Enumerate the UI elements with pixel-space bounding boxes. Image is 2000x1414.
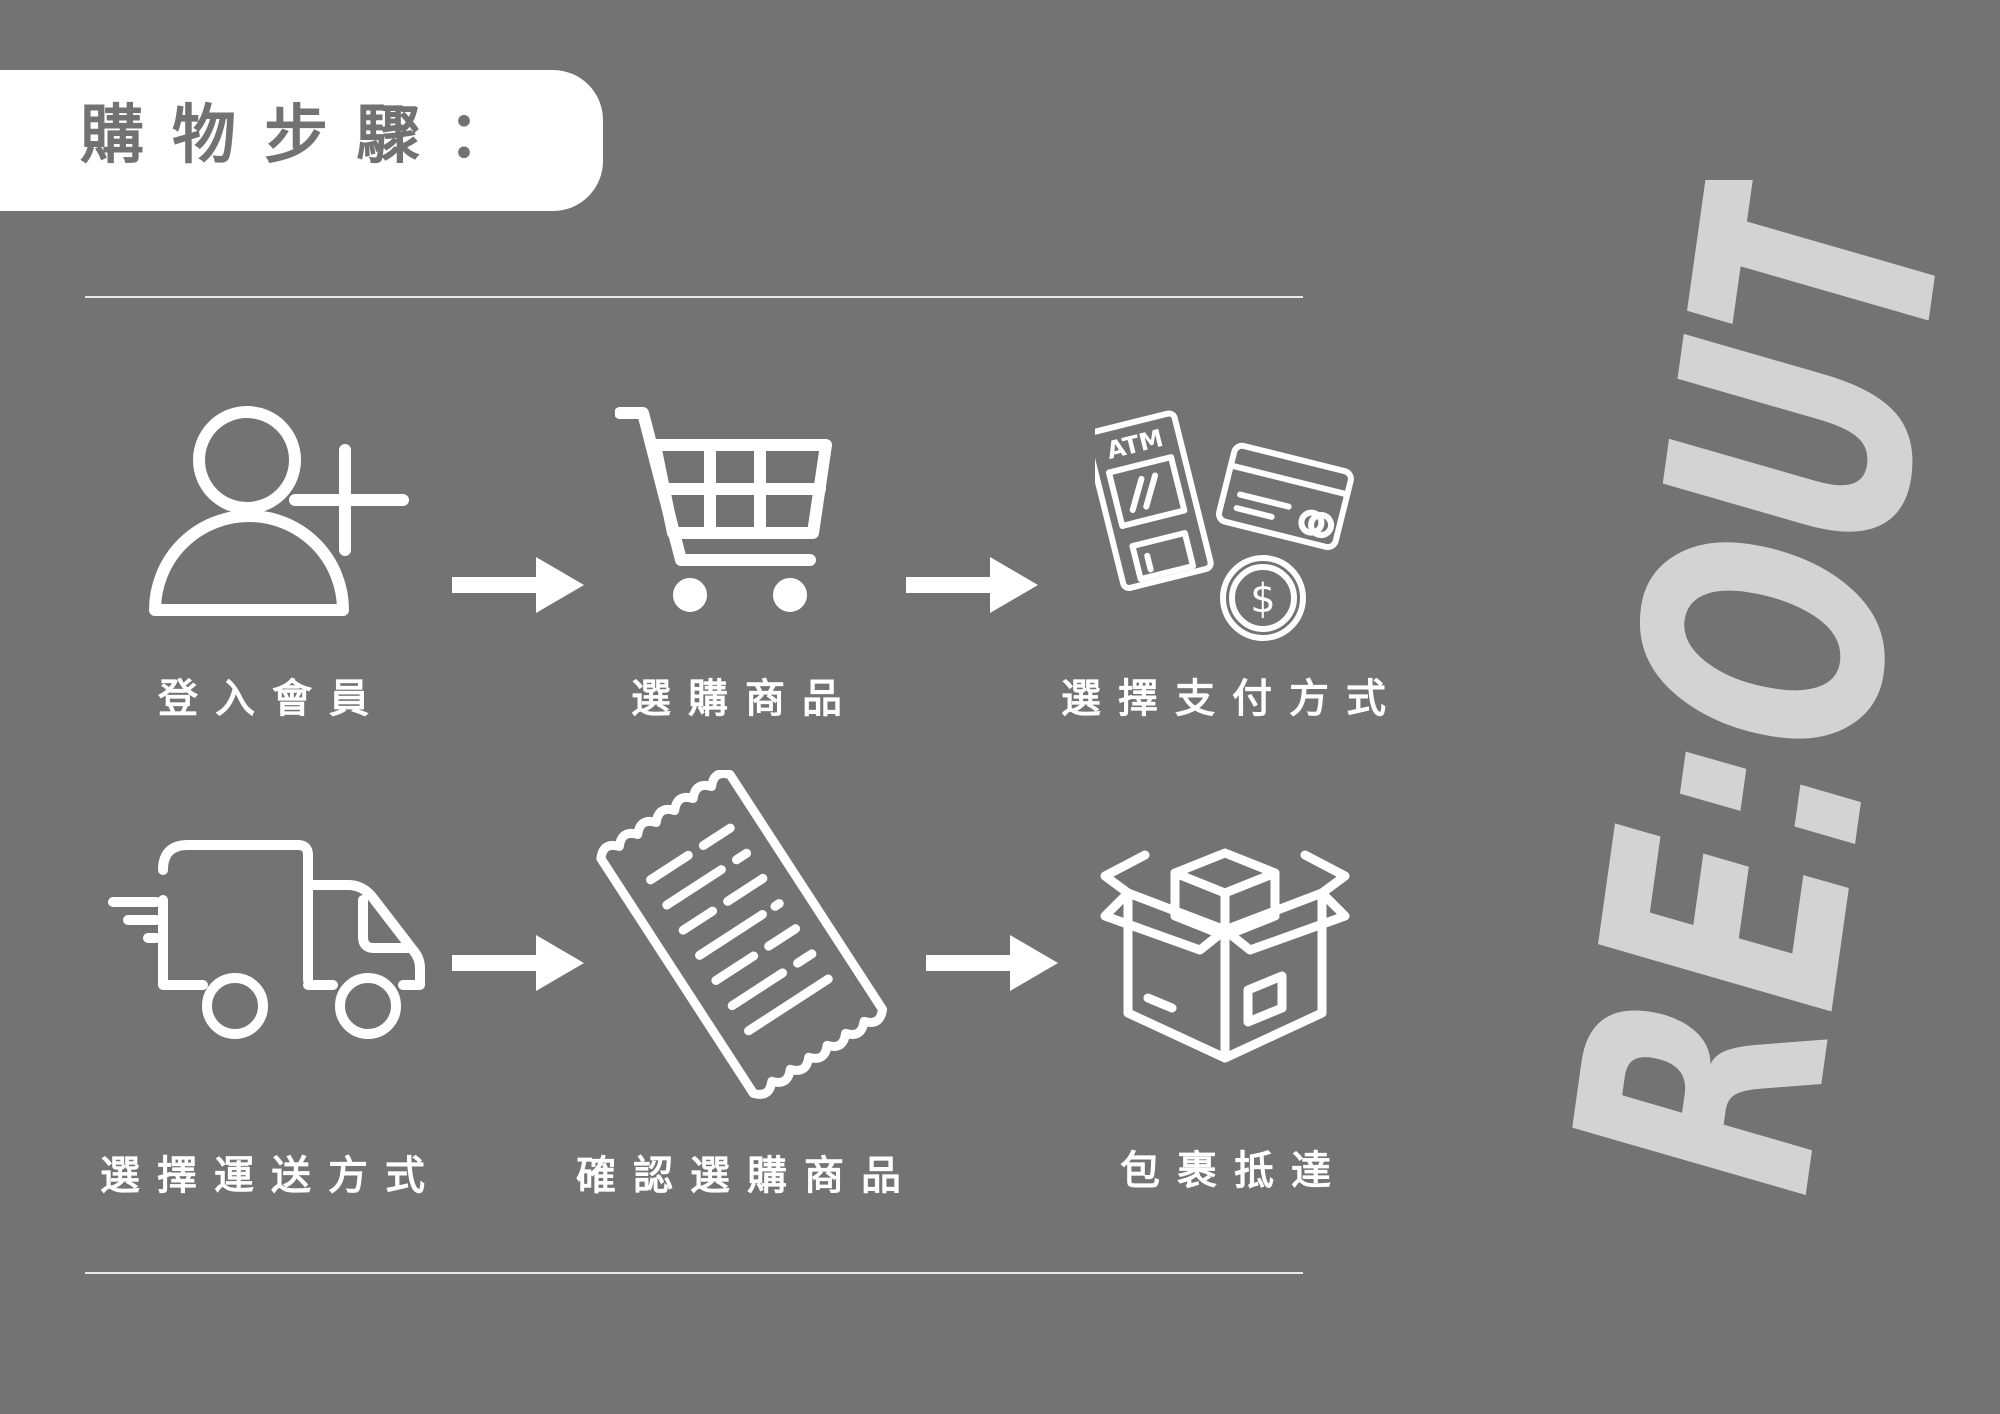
right-arrow-icon [922,933,1062,993]
shopping-cart-icon [615,405,845,620]
brand-logo: RE:OUT [1420,141,2000,1230]
receipt-icon [590,770,890,1100]
step-label-shipping: 選擇運送方式 [100,1153,442,1199]
right-arrow-icon [448,555,588,615]
svg-text:RE:OUT: RE:OUT [1502,180,1940,1211]
step-label-payment: 選擇支付方式 [1061,676,1403,722]
svg-text:$: $ [1250,576,1275,622]
right-arrow-icon [902,555,1042,615]
step-label-login: 登入會員 [158,676,386,722]
payment-methods-icon: ATM $ [1095,405,1365,645]
package-box-icon [1100,818,1350,1068]
step-label-arrive: 包裹抵達 [1120,1148,1348,1194]
delivery-truck-icon [108,840,428,1040]
add-user-icon [145,405,415,620]
page-title: 購物步驟： [80,99,540,173]
right-arrow-icon [448,933,588,993]
step-label-shop: 選購商品 [631,676,859,722]
title-tab [0,70,603,211]
top-divider [85,296,1303,298]
step-label-confirm: 確認選購商品 [576,1153,918,1199]
bottom-divider [85,1272,1303,1274]
